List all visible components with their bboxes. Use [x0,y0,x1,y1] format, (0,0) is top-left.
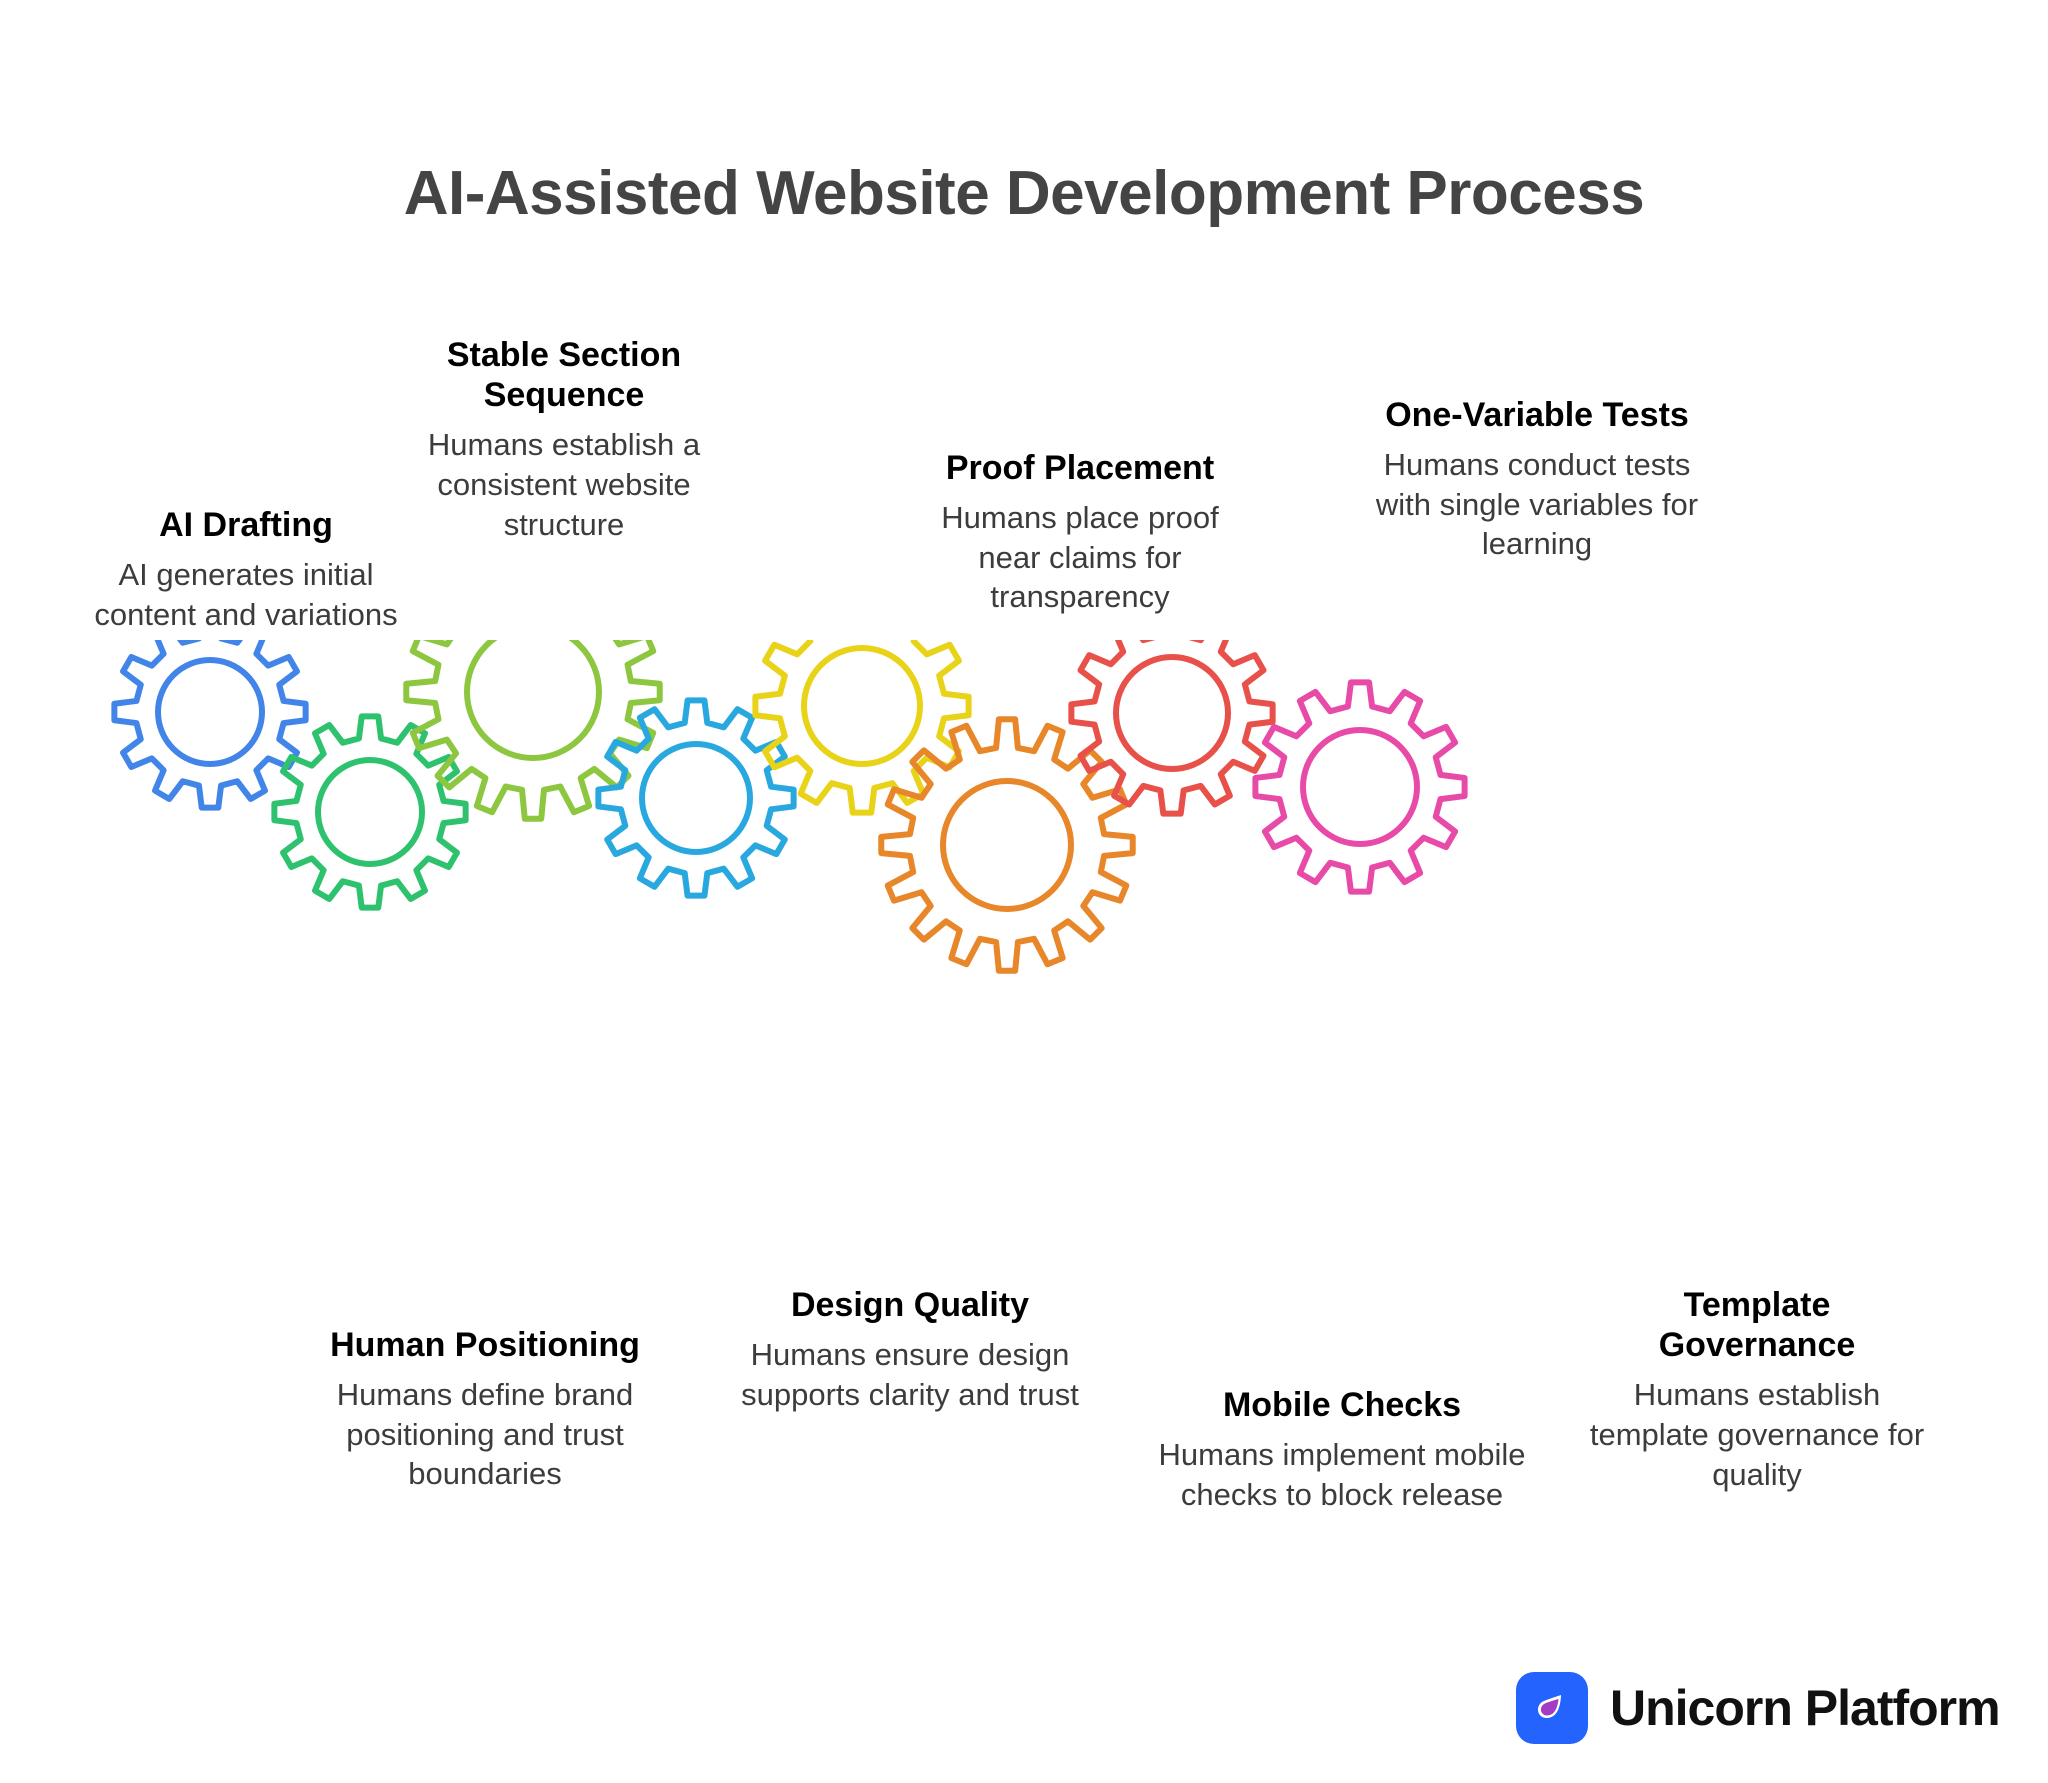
step-label-mobile-checks: Mobile Checks Humans implement mobile ch… [1148,1385,1536,1514]
step-heading: Design Quality [790,1286,1030,1324]
gear-outline [271,713,469,911]
gear-outline [878,716,1136,974]
step-description: Humans define brand positioning and trus… [336,1377,634,1492]
step-label-proof-placement: Proof Placement Humans place proof near … [912,448,1248,617]
gear-hub [1300,727,1420,847]
step-label-design-quality: Design Quality Humans ensure design supp… [738,1285,1082,1414]
gear-ai-drafting [111,640,309,811]
gear-hub [639,741,753,855]
gear-cluster [111,640,1468,974]
gear-outline [111,640,309,811]
gear-outline [403,640,663,822]
gear-mobile-checks [878,716,1136,974]
gear-hub [464,640,602,761]
unicorn-droplet-icon [1516,1672,1588,1744]
gear-hub [801,645,923,767]
gear-hub [315,757,425,867]
step-description: Humans implement mobile checks to block … [1158,1437,1526,1512]
step-label-template-governance: Template Governance Humans establish tem… [1586,1285,1928,1494]
brand-name: Unicorn Platform [1610,1680,2001,1736]
gear-stable-section-sequence [403,640,663,822]
gear-outline [1068,640,1276,817]
gear-outline [1252,679,1468,895]
step-description: Humans ensure design supports clarity an… [741,1337,1079,1412]
step-description: Humans establish a consistent website st… [427,427,701,542]
step-heading: Human Positioning [330,1326,640,1364]
step-label-human-positioning: Human Positioning Humans define brand po… [290,1325,680,1494]
step-heading: Proof Placement [945,449,1215,487]
step-heading: AI Drafting [159,506,333,544]
step-heading: Template Governance [1658,1286,1856,1365]
step-description: Humans conduct tests with single variabl… [1375,447,1699,562]
step-heading: Stable Section Sequence [446,336,682,415]
gear-hub [940,778,1074,912]
gear-hub [155,657,265,767]
gear-outline [595,697,797,899]
gear-hub [1113,654,1231,772]
step-heading: Mobile Checks [1222,1386,1462,1424]
page-title: AI-Assisted Website Development Process [403,159,1645,228]
gear-design-quality [595,697,797,899]
gear-one-variable-tests [1068,640,1276,817]
step-description: AI generates initial content and variati… [94,557,398,632]
step-label-stable-section-sequence: Stable Section Sequence Humans establish… [388,335,740,544]
brand-logo: Unicorn Platform [1516,1672,2001,1744]
step-label-one-variable-tests: One-Variable Tests Humans conduct tests … [1352,395,1722,564]
step-description: Humans establish template governance for… [1589,1377,1925,1492]
gear-proof-placement [752,640,972,816]
gear-template-governance [1252,679,1468,895]
gear-outline [752,640,972,816]
step-label-ai-drafting: AI Drafting AI generates initial content… [72,505,420,634]
step-description: Humans place proof near claims for trans… [941,500,1219,615]
step-heading: One-Variable Tests [1385,396,1689,434]
gear-human-positioning [271,713,469,911]
